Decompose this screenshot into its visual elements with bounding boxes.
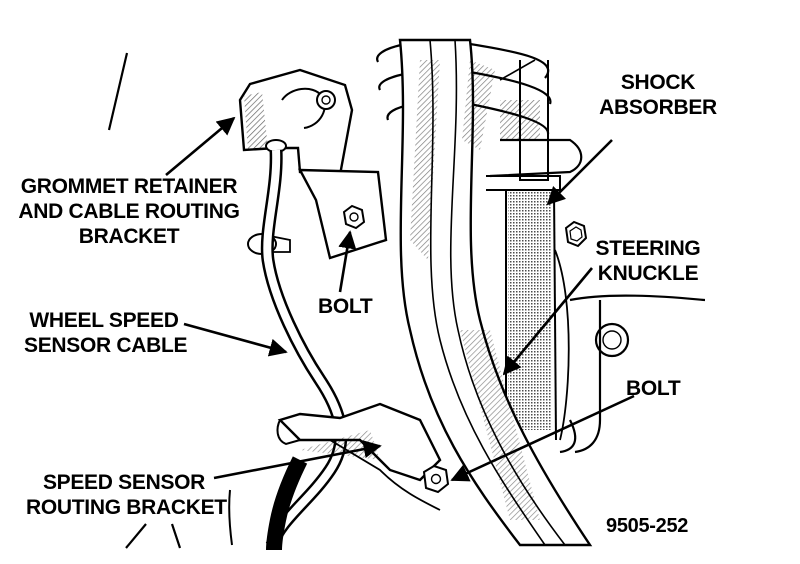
leader-wheel-speed-cable (183, 322, 288, 357)
label-bolt-lower: BOLT (626, 377, 681, 400)
label-steering-knuckle-line2: KNUCKLE (597, 262, 699, 285)
label-wheel-speed-sensor-cable-line2: SENSOR CABLE (24, 334, 188, 357)
label-speed-sensor-routing-bracket-line2: ROUTING BRACKET (26, 496, 227, 519)
grommet-retainer-bracket (238, 68, 388, 260)
leader-lines (165, 116, 635, 482)
label-steering-knuckle: STEERING KNUCKLE (586, 236, 710, 286)
label-wheel-speed-sensor-cable-line1: WHEEL SPEED (29, 309, 179, 332)
sketch-line (170, 523, 182, 549)
routing-bracket (276, 402, 450, 511)
sketch-line (107, 52, 129, 131)
label-shock-absorber-line2: ABSORBER (599, 96, 717, 119)
leader-bolt-upper (338, 230, 357, 293)
label-wheel-speed-sensor-cable: WHEEL SPEED SENSOR CABLE (24, 308, 188, 358)
label-shock-absorber: SHOCK ABSORBER (596, 70, 720, 120)
label-bolt-upper: BOLT (318, 295, 373, 318)
label-grommet-retainer-line2: AND CABLE ROUTING (18, 200, 240, 223)
leader-bolt-lower (450, 394, 635, 482)
label-grommet-retainer: GROMMET RETAINER AND CABLE ROUTING BRACK… (14, 174, 244, 249)
leader-shock-absorber (546, 139, 613, 206)
label-shock-absorber-line1: SHOCK (620, 71, 696, 94)
sketch-line (125, 523, 147, 549)
label-speed-sensor-routing-bracket-line1: SPEED SENSOR (42, 471, 206, 494)
strut-tube (398, 38, 593, 547)
label-steering-knuckle-line1: STEERING (595, 237, 701, 260)
figure-number: 9505-252 (606, 515, 689, 537)
leader-grommet-retainer (165, 116, 236, 176)
label-speed-sensor-routing-bracket: SPEED SENSOR ROUTING BRACKET (26, 470, 227, 520)
label-grommet-retainer-line1: GROMMET RETAINER (20, 175, 238, 198)
leader-steering-knuckle (502, 267, 594, 376)
label-grommet-retainer-line3: BRACKET (78, 225, 180, 248)
leader-routing-bracket (213, 440, 382, 480)
wheel-speed-sensor-cable (228, 149, 348, 551)
